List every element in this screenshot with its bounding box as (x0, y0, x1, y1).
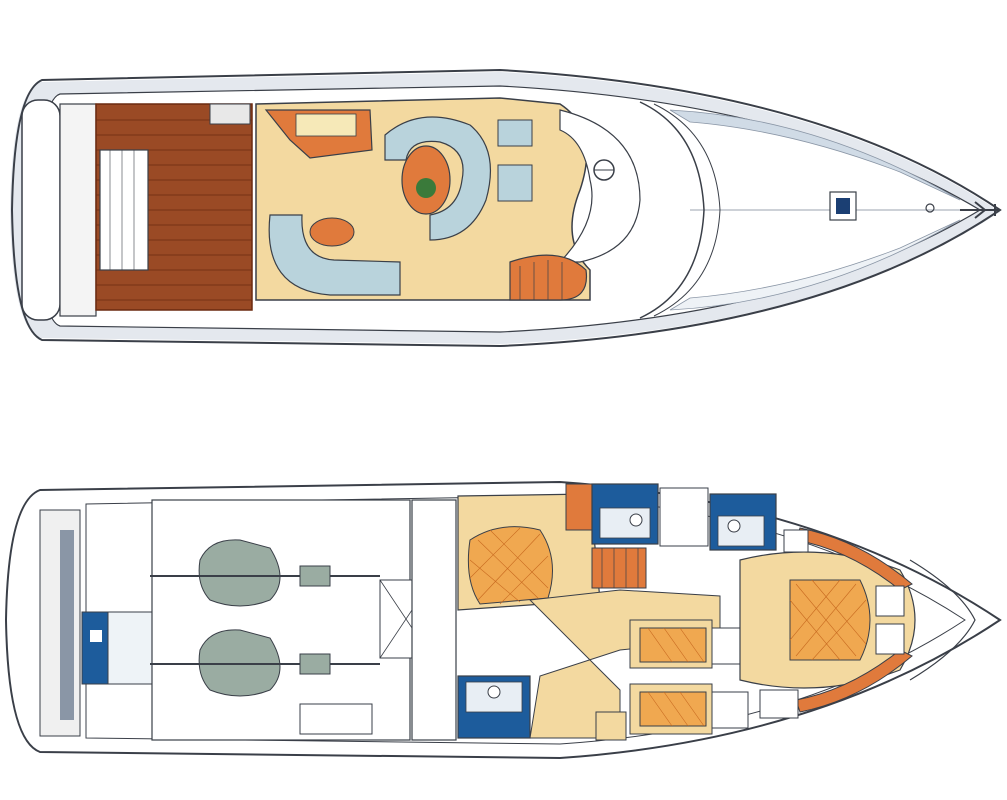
vip-pillow-starboard (875, 623, 905, 655)
generator (299, 703, 373, 735)
toilet-icon (90, 630, 102, 642)
garage-door (60, 530, 74, 720)
aft-bench-seat (99, 149, 149, 271)
forward-hatch-glass (836, 198, 850, 214)
cockpit-locker (209, 103, 251, 125)
service-stairs (595, 711, 627, 741)
shower-1 (659, 487, 709, 547)
toilet-icon (727, 519, 741, 533)
twin-berth-lower (639, 691, 707, 727)
engine-room (151, 499, 411, 741)
transom (21, 99, 61, 321)
vip-locker (759, 689, 799, 719)
night-stand-lower (711, 691, 749, 729)
forward-hatch (829, 191, 857, 221)
helm-seat-starboard (497, 164, 533, 202)
galley-sink (295, 113, 357, 137)
aft-cabin-wardrobe (565, 483, 593, 531)
saloon-sofa (268, 214, 401, 296)
gearbox-port (299, 565, 331, 587)
crew-head (81, 611, 109, 685)
windscreen (639, 101, 705, 319)
helm-console (558, 109, 641, 263)
plant-icon (416, 178, 436, 198)
dinette-sofa (384, 116, 492, 241)
bench-cushion-lines (109, 150, 135, 270)
bow-deck-shading (669, 109, 961, 201)
vip-berth-pattern (789, 579, 867, 661)
vip-wardrobe (783, 529, 809, 553)
toilet-icon (629, 513, 643, 527)
anchor-icon (960, 201, 1000, 219)
deck-hull-outline (10, 68, 1002, 348)
engine-starboard (198, 629, 281, 697)
deck-plan (10, 68, 1002, 348)
swim-platform-steps (59, 103, 97, 317)
helm-seat-port (497, 119, 533, 147)
gearbox-starboard (299, 653, 331, 675)
head-1-floor (599, 507, 651, 539)
coffee-table (309, 217, 355, 247)
aft-berth-pattern (469, 527, 549, 605)
companionway-lower (591, 547, 647, 589)
twin-berth-upper (639, 627, 707, 663)
stairs-icon (519, 260, 563, 300)
crew-cabin (107, 611, 153, 685)
engine-port (198, 539, 281, 607)
twin-berth-pattern (647, 627, 705, 727)
vip-hull-shelf-port (795, 527, 913, 591)
forepeak (909, 559, 976, 681)
stairs-icon (601, 548, 639, 588)
windlass (925, 203, 935, 213)
bow-deck-shading-lower (669, 219, 961, 311)
lower-deck-plan (4, 480, 1002, 760)
windscreen-frame (653, 103, 721, 317)
vip-berth (789, 579, 871, 661)
toilet-icon (487, 685, 501, 699)
bulkhead-storage (411, 499, 457, 741)
vip-hull-shelf-starboard (795, 649, 913, 713)
vip-pillow-port (875, 585, 905, 617)
head-2-floor (717, 515, 765, 547)
